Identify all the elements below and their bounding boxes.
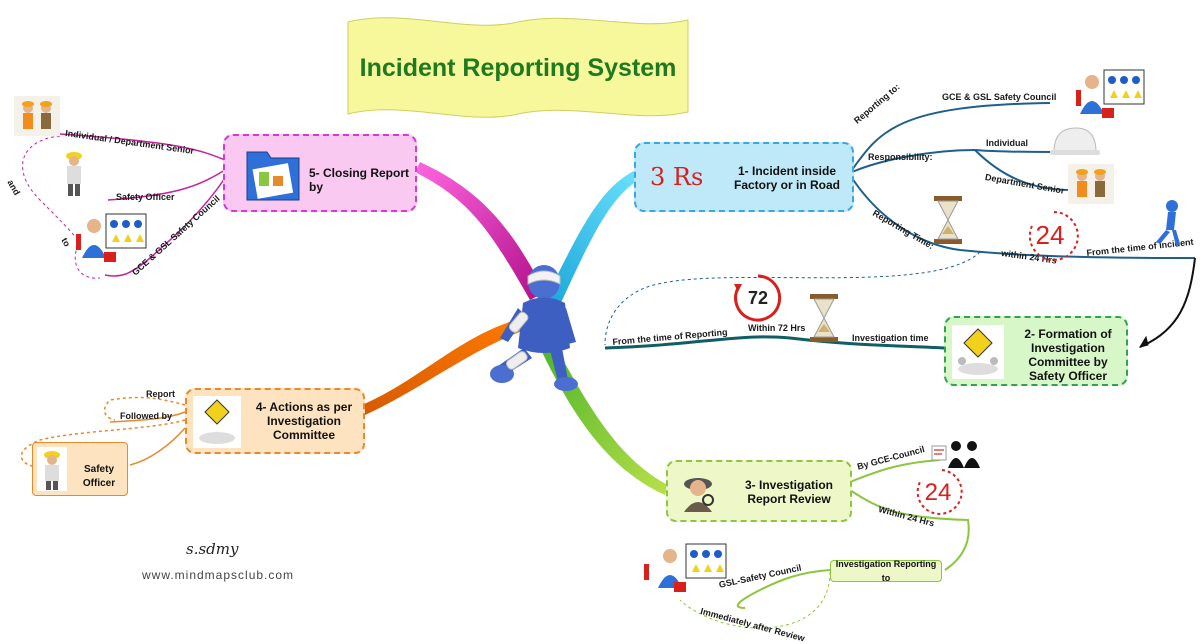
timer-24-text: 24: [1036, 220, 1065, 250]
safety-council-icon: [76, 213, 147, 262]
node-review[interactable]: 3- Investigation Report Review: [666, 460, 852, 522]
label-gce-gsl: GCE & GSL Safety Council: [942, 92, 1057, 102]
node-formation-label: 2- Formation of Investigation Committee …: [1024, 327, 1112, 383]
safety-officer-icon: [37, 447, 67, 491]
node-formation[interactable]: 2- Formation of Investigation Committee …: [944, 316, 1128, 386]
detective-icon: [684, 478, 714, 512]
node-review-label: 3- Investigation Report Review: [744, 478, 833, 506]
dashed-link-reporting: [604, 251, 981, 346]
safety-officer-box[interactable]: Safety Officer: [32, 442, 128, 496]
investigation-reporting-box[interactable]: Investigation Reporting to: [830, 559, 942, 583]
branch-closing: [415, 162, 545, 300]
branch-incident: [545, 168, 642, 305]
node-actions-label: 4- Actions as per Investigation Committe…: [255, 400, 353, 442]
safety-officer-icon: [66, 152, 82, 196]
label-report: Report: [146, 389, 175, 399]
timer-72-text: 72: [748, 288, 768, 308]
hourglass-icon: [810, 294, 838, 342]
node-closing-label: 5- Closing Report by: [309, 166, 410, 194]
page-title: Incident Reporting System: [359, 54, 677, 82]
timer-72-icon: 72: [734, 274, 782, 322]
timer-24-review-text: 24: [925, 479, 952, 506]
branch-actions: [362, 318, 525, 415]
folder-icon: [246, 151, 300, 201]
meeting-icon: [952, 325, 1004, 379]
label-individual: Individual: [986, 138, 1029, 148]
meeting-icon: [193, 396, 241, 448]
safety-council-icon: [1076, 69, 1145, 118]
investigation-reporting-label: Investigation Reporting to: [835, 559, 937, 583]
timer-24-review-icon: 24: [916, 469, 963, 515]
formation-subbranch: [604, 335, 946, 350]
label-within-72: Within 72 Hrs: [748, 323, 806, 333]
injured-person-icon: [490, 265, 578, 391]
title-banner: [347, 17, 689, 118]
label-safety-officer: Safety Officer: [116, 192, 175, 202]
label-followed-by: Followed by: [120, 411, 173, 421]
node-incident[interactable]: 3 Rs 1- Incident inside Factory or in Ro…: [634, 142, 854, 212]
safety-officer-label: Safety Officer: [82, 464, 116, 489]
safety-council-icon: [644, 543, 727, 592]
node-incident-label: 1- Incident inside Factory or in Road: [733, 164, 840, 192]
watermark: www.mindmapsclub.com: [142, 568, 295, 582]
actions-subbranches: [20, 396, 186, 467]
timer-24-icon: 24: [1028, 211, 1079, 261]
review-subbranches: [679, 459, 970, 629]
workers-icon: [14, 96, 60, 136]
label-responsibility: Responsibility:: [868, 152, 933, 162]
three-rs-badge: 3 Rs: [650, 163, 704, 191]
falling-person-icon: [1156, 200, 1180, 246]
workers-icon: [1068, 164, 1114, 204]
node-closing[interactable]: 5- Closing Report by: [223, 134, 417, 212]
node-actions[interactable]: 4- Actions as per Investigation Committe…: [185, 388, 365, 454]
signature: s.sdmy: [186, 540, 239, 558]
incident-subbranches: [851, 102, 1196, 348]
hourglass-icon: [934, 196, 962, 244]
label-investigation-time: Investigation time: [852, 333, 929, 343]
helmet-icon: [1050, 127, 1100, 155]
closing-subbranches: [22, 133, 226, 279]
council-members-icon: [931, 441, 980, 468]
